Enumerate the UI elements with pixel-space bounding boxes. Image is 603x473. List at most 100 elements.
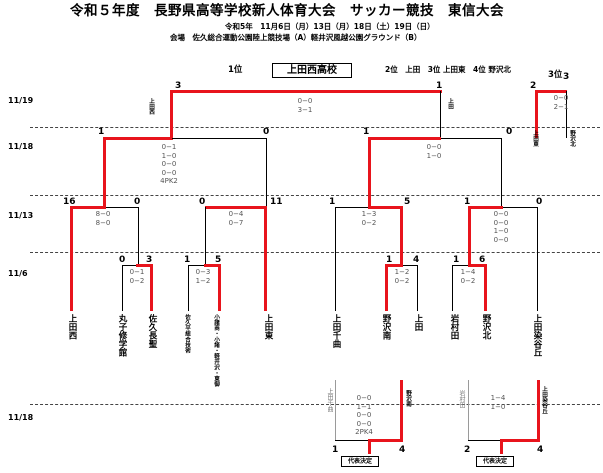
- seed-number: 1: [332, 445, 339, 455]
- team-name: 上田東: [263, 314, 273, 340]
- bracket-line: [368, 206, 402, 209]
- bracket-line: [138, 207, 139, 265]
- seed-number: 1: [464, 197, 471, 207]
- bracket-line: [385, 264, 403, 267]
- first-place-label: 1位: [228, 65, 243, 75]
- third-right-team: 野沢北: [569, 130, 575, 147]
- bracket-line: [468, 440, 503, 441]
- seed-number: 2: [530, 81, 537, 91]
- bracket-line: [441, 138, 502, 139]
- bracket-line: [400, 206, 403, 265]
- team-name: 野沢南: [381, 314, 391, 340]
- bracket-line: [204, 264, 221, 267]
- bracket-line: [170, 90, 442, 93]
- repechage-team: 岩村田: [458, 390, 465, 408]
- bracket-line: [468, 264, 487, 267]
- seed-number: 1: [329, 197, 336, 207]
- bracket-line: [205, 206, 267, 209]
- bracket-line: [188, 265, 189, 311]
- representative-box: 代表決定: [341, 456, 379, 467]
- seed-number: 0: [536, 197, 543, 207]
- bracket-line: [468, 206, 471, 265]
- rank-summary: 2位 上田 3位 上田東 4位 野沢北: [385, 65, 511, 74]
- match-score: 0−0 2−1: [553, 94, 569, 111]
- bracket-line: [218, 264, 221, 311]
- seed-number: 2: [464, 445, 471, 455]
- date-label: 11/13: [8, 211, 34, 220]
- team-name: 岩村田: [449, 314, 459, 340]
- round-divider: [30, 404, 600, 405]
- match-score: 8−0 8−0: [95, 210, 111, 227]
- repechage-team: 上田千曲: [326, 388, 333, 412]
- bracket-line: [150, 264, 153, 311]
- schedule-text: 令和5年 11月6日（月）13日（月）18日（土）19日（日）: [225, 22, 435, 31]
- seed-number: 3: [175, 81, 182, 91]
- seed-number: 4: [537, 445, 544, 455]
- bracket-line: [103, 137, 173, 140]
- seed-number: 0: [119, 255, 126, 265]
- seed-number: 1: [436, 81, 443, 91]
- team-name: 上田: [413, 314, 423, 331]
- bracket-line: [501, 138, 502, 207]
- match-score: 0−0 0−0 1−0 0−0: [493, 210, 509, 244]
- bracket-line: [537, 207, 538, 311]
- bracket-line: [266, 138, 267, 207]
- seed-number: 1: [386, 255, 393, 265]
- seed-number: 0: [506, 127, 513, 137]
- seed-number: 1: [363, 127, 370, 137]
- seed-number: 1: [184, 255, 191, 265]
- bracket-line: [368, 439, 371, 454]
- match-score: 1−2 0−2: [394, 268, 410, 285]
- seed-number: 16: [63, 197, 76, 207]
- bracket-line: [500, 439, 503, 454]
- match-score: 1−3 0−2: [361, 210, 377, 227]
- bracket-line: [122, 265, 123, 311]
- match-score: 0−0 3−1: [297, 97, 313, 114]
- bracket-line: [484, 264, 487, 311]
- bracket-line: [468, 206, 503, 209]
- match-score: 0−1 1−0 0−0 0−0 4PK2: [160, 143, 178, 186]
- bracket-line: [335, 207, 336, 311]
- seed-number: 0: [199, 197, 206, 207]
- match-score: 0−0 1−1 0−0 0−0 2PK4: [355, 394, 373, 437]
- bracket-line: [335, 440, 370, 441]
- bracket-line: [468, 380, 469, 440]
- bracket-line: [205, 207, 206, 265]
- bracket-line: [535, 90, 538, 138]
- seed-number: 0: [263, 127, 270, 137]
- date-label: 11/18: [8, 413, 34, 422]
- bracket-line: [468, 207, 538, 208]
- date-label: 11/18: [8, 142, 34, 151]
- team-name: 丸子修学館: [117, 314, 127, 357]
- champion-box: 上田西高校: [272, 63, 352, 78]
- bracket-line: [500, 439, 540, 442]
- bracket-line: [537, 380, 540, 440]
- bracket-line: [368, 137, 371, 207]
- bracket-line: [170, 90, 173, 138]
- team-name: 上田染谷丘: [532, 314, 542, 357]
- bracket-line: [385, 264, 388, 311]
- bracket-line: [417, 265, 418, 311]
- match-score: 0−1 0−2: [129, 268, 145, 285]
- final-right-team: 上田: [447, 98, 453, 110]
- seed-number: 1: [453, 255, 460, 265]
- bracket-line: [566, 91, 567, 138]
- team-name: 上田千曲: [331, 314, 341, 348]
- team-name: 小諸商・小諸・軽井沢・東御: [213, 314, 219, 387]
- representative-box: 代表決定: [476, 456, 514, 467]
- bracket-line: [136, 264, 153, 267]
- seed-number: 6: [479, 255, 486, 265]
- date-label: 11/19: [8, 96, 34, 105]
- team-name: 上田西: [67, 314, 77, 340]
- team-name: 佐久長聖: [147, 314, 157, 348]
- repechage-team: 野沢南: [405, 390, 411, 407]
- venue-text: 会場 佐久総合運動公園陸上競技場（A）軽井沢風越公園グラウンド（B）: [170, 33, 422, 42]
- date-label: 11/6: [8, 269, 28, 278]
- bracket-line: [335, 207, 371, 208]
- bracket-line: [440, 91, 441, 138]
- seed-number: 11: [270, 197, 283, 207]
- bracket-line: [172, 138, 267, 139]
- bracket-line: [368, 439, 403, 442]
- match-score: 0−4 0−7: [228, 210, 244, 227]
- bracket-line: [103, 137, 106, 207]
